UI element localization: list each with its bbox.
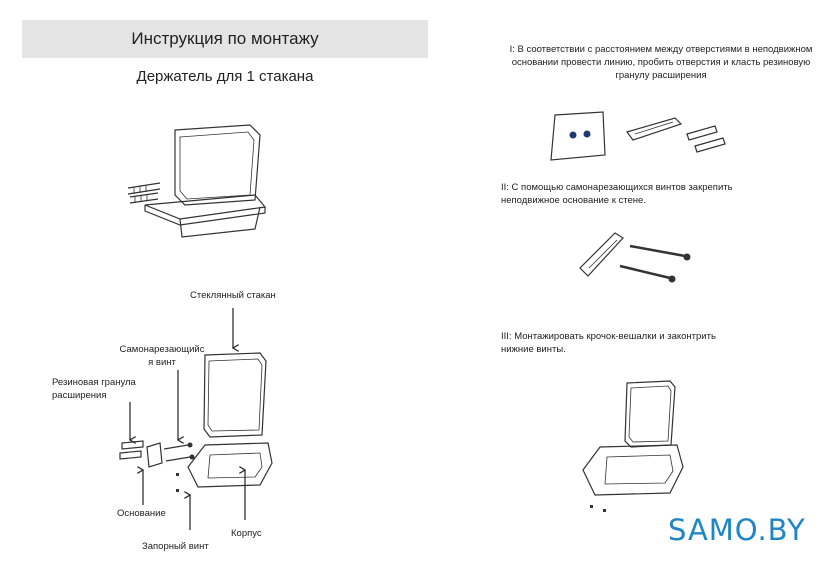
step-1-text: I: В соответствии с расстоянием между от…	[486, 43, 836, 82]
step-2-text: II: С помощью самонарезающихся винтов за…	[501, 181, 821, 207]
step-1-line-2: основании провести линию, пробить отверс…	[511, 57, 811, 68]
step-3-line-1: III: Монтажировать крочок-вешалки и зако…	[501, 331, 716, 342]
label-body: Корпус	[231, 528, 262, 539]
page-title: Инструкция по монтажу	[22, 20, 428, 58]
step-2-line-1: II: С помощью самонарезающихся винтов за…	[501, 182, 733, 193]
label-rubber-plug: Резиновая гранула расширения	[52, 376, 136, 402]
step-1-line-1: I: В соответствии с расстоянием между от…	[509, 44, 813, 55]
step-2-illustration	[579, 232, 691, 283]
step-3-illustration	[582, 380, 684, 512]
step-3-line-2: нижние винты.	[501, 344, 566, 355]
label-lock-screw: Запорный винт	[142, 541, 209, 552]
label-self-tapping-screw: Самонарезающийс я винт	[112, 343, 212, 369]
exploded-view-illustration	[119, 352, 273, 492]
step-1-line-3: гранулу расширения	[615, 70, 707, 81]
label-plug-line-2: расширения	[52, 390, 107, 401]
assembled-holder-illustration	[127, 124, 267, 238]
label-plug-line-1: Резиновая гранула	[52, 377, 136, 388]
label-screw-line-2: я винт	[148, 357, 176, 368]
label-glass: Стеклянный стакан	[190, 290, 276, 301]
step-3-text: III: Монтажировать крочок-вешалки и зако…	[501, 330, 821, 356]
label-base: Основание	[117, 508, 166, 519]
label-screw-line-1: Самонарезающийс	[119, 344, 205, 355]
step-2-line-2: неподвижное основание к стене.	[501, 195, 646, 206]
page-subtitle: Держатель для 1 стакана	[136, 68, 314, 85]
brand-logo: SAMO.BY	[668, 513, 806, 547]
step-1-illustration	[550, 111, 726, 161]
